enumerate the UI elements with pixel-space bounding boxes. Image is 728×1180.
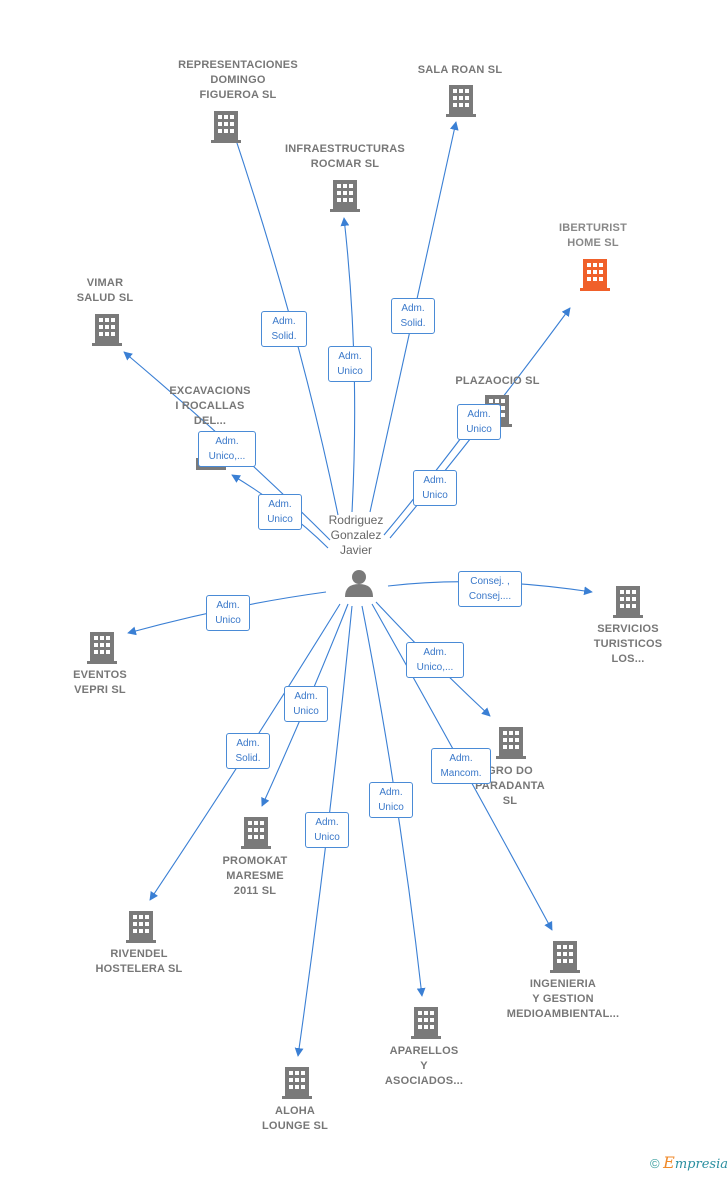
brand-initial: E <box>663 1153 675 1172</box>
building-icon-aloha <box>282 1067 312 1099</box>
company-promokat[interactable]: PROMOKAT MARESME 2011 SL <box>205 854 305 899</box>
company-sala-roan[interactable]: SALA ROAN SL <box>400 63 520 78</box>
building-icon-iberturist <box>580 259 610 291</box>
company-label: SALA ROAN SL <box>417 64 503 76</box>
relation-label-excavacions[interactable]: Adm. Unico <box>258 494 302 530</box>
brand-rest: mpresia <box>674 1157 728 1172</box>
person-node[interactable]: Rodriguez Gonzalez Javier <box>306 513 406 558</box>
company-label: PROMOKAT MARESME 2011 SL <box>222 855 288 897</box>
relation-label-ingenieria[interactable]: Adm. Mancom. <box>431 748 491 784</box>
copyright-symbol: © <box>649 1156 660 1171</box>
brand-logo: Empresia <box>663 1153 728 1172</box>
building-icon-representaciones <box>211 111 241 143</box>
company-label: IBERTURIST HOME SL <box>559 222 627 249</box>
company-rivendel[interactable]: RIVENDEL HOSTELERA SL <box>79 947 199 977</box>
company-label: EXCAVACIONS I ROCALLAS DEL... <box>169 385 251 427</box>
building-icon-promokat <box>241 817 271 849</box>
company-representaciones[interactable]: REPRESENTACIONES DOMINGO FIGUEROA SL <box>148 58 328 103</box>
company-vimar[interactable]: VIMAR SALUD SL <box>55 276 155 306</box>
building-icon-infraestructuras <box>330 180 360 212</box>
building-icon-agro <box>496 727 526 759</box>
company-label: INFRAESTRUCTURAS ROCMAR SL <box>285 143 405 170</box>
building-icon-vimar <box>92 314 122 346</box>
company-label: RIVENDEL HOSTELERA SL <box>95 948 183 975</box>
building-icon-eventos <box>87 632 117 664</box>
company-eventos[interactable]: EVENTOS VEPRI SL <box>50 668 150 698</box>
person-icon <box>345 570 373 597</box>
company-ingenieria[interactable]: INGENIERIA Y GESTION MEDIOAMBIENTAL... <box>493 977 633 1022</box>
relation-label-aloha[interactable]: Adm. Unico <box>305 812 349 848</box>
relation-label-iberturist[interactable]: Adm. Unico <box>413 470 457 506</box>
company-iberturist[interactable]: IBERTURIST HOME SL <box>533 221 653 251</box>
relation-label-rivendel[interactable]: Adm. Solid. <box>226 733 270 769</box>
relation-label-plazaocio[interactable]: Adm. Unico <box>457 404 501 440</box>
company-aparellos[interactable]: APARELLOS Y ASOCIADOS... <box>374 1044 474 1089</box>
relation-label-aparellos[interactable]: Adm. Unico <box>369 782 413 818</box>
company-agro[interactable]: GRO DO PARADANTA SL <box>460 764 560 809</box>
relation-label-agro[interactable]: Adm. Unico,... <box>406 642 464 678</box>
relation-label-sala-roan[interactable]: Adm. Solid. <box>391 298 435 334</box>
building-icon-aparellos <box>411 1007 441 1039</box>
company-label: REPRESENTACIONES DOMINGO FIGUEROA SL <box>178 59 298 101</box>
company-label: INGENIERIA Y GESTION MEDIOAMBIENTAL... <box>506 978 620 1020</box>
company-label: ALOHA LOUNGE SL <box>262 1105 328 1132</box>
brand-watermark: © Empresia <box>650 1153 728 1172</box>
relation-label-vimar[interactable]: Adm. Unico,... <box>198 431 256 467</box>
relation-label-servicios[interactable]: Consej. , Consej.... <box>458 571 522 607</box>
building-icon-sala-roan <box>446 85 476 117</box>
relation-label-infraestructuras[interactable]: Adm. Unico <box>328 346 372 382</box>
building-icon-servicios <box>613 586 643 618</box>
company-label: SERVICIOS TURISTICOS LOS... <box>593 623 663 665</box>
person-name: Rodriguez Gonzalez Javier <box>328 513 384 557</box>
building-icon-rivendel <box>126 911 156 943</box>
company-label: EVENTOS VEPRI SL <box>73 669 127 696</box>
company-excavacions[interactable]: EXCAVACIONS I ROCALLAS DEL... <box>150 384 270 429</box>
company-infraestructuras[interactable]: INFRAESTRUCTURAS ROCMAR SL <box>270 142 420 172</box>
company-label: PLAZAOCIO SL <box>455 375 540 387</box>
company-label: VIMAR SALUD SL <box>76 277 134 304</box>
company-label: GRO DO PARADANTA SL <box>475 765 545 807</box>
company-aloha[interactable]: ALOHA LOUNGE SL <box>245 1104 345 1134</box>
relation-label-promokat[interactable]: Adm. Unico <box>284 686 328 722</box>
company-label: APARELLOS Y ASOCIADOS... <box>384 1045 464 1087</box>
relation-label-representaciones[interactable]: Adm. Solid. <box>261 311 307 347</box>
company-servicios[interactable]: SERVICIOS TURISTICOS LOS... <box>578 622 678 667</box>
company-plazaocio[interactable]: PLAZAOCIO SL <box>440 374 555 389</box>
building-icon-ingenieria <box>550 941 580 973</box>
relation-label-eventos[interactable]: Adm. Unico <box>206 595 250 631</box>
